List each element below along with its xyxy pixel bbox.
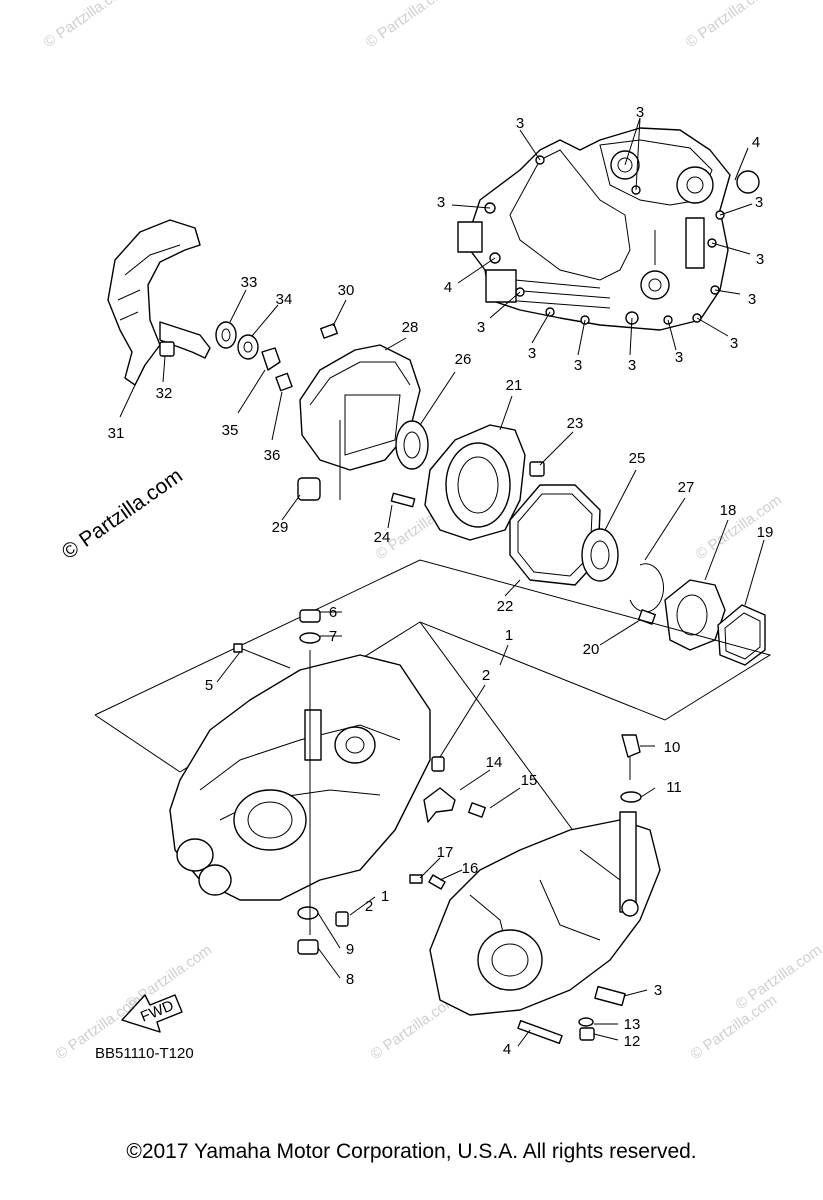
callout-6: 6 [329,604,337,621]
callout-1: 1 [381,888,389,905]
callout-3: 3 [654,982,662,999]
callout-3: 3 [755,194,763,211]
callout-labels: 3 3 4 3 3 3 4 3 3 3 3 3 3 3 33 34 30 28 … [108,104,774,1058]
callout-4: 4 [503,1041,511,1058]
crankcase-left-half [169,609,445,955]
callout-1: 1 [505,627,513,644]
callout-31: 31 [108,425,125,442]
callout-35: 35 [222,422,239,439]
callout-19: 19 [757,524,774,541]
breather-guard-assembly [107,219,429,501]
crankcase-upper-assembly [457,127,760,331]
callout-32: 32 [156,385,173,402]
callout-12: 12 [624,1033,641,1050]
callout-9: 9 [346,941,354,958]
callout-23: 23 [567,415,584,432]
callout-13: 13 [624,1016,641,1033]
callout-28: 28 [402,319,419,336]
callout-25: 25 [629,450,646,467]
callout-16: 16 [462,860,479,877]
diagram-code: BB51110-T120 [95,1045,194,1062]
callout-3: 3 [636,104,644,121]
callout-24: 24 [374,529,391,546]
callout-3: 3 [477,319,485,336]
callout-3: 3 [748,291,756,308]
leader-lines [119,117,765,1047]
callout-27: 27 [678,479,695,496]
assembly-bounding-lines [94,420,772,841]
watermark: © Partzilla.com [363,0,456,51]
callout-26: 26 [455,351,472,368]
callout-30: 30 [338,282,355,299]
callout-3: 3 [528,345,536,362]
callout-2: 2 [482,667,490,684]
callout-11: 11 [666,779,682,796]
watermark: © Partzilla.com [683,0,776,51]
callout-3: 3 [730,335,738,352]
side-watermark: © Partzilla.com [58,464,187,564]
callout-3: 3 [756,251,764,268]
callout-22: 22 [497,598,514,615]
callout-17: 17 [437,844,454,861]
callout-8: 8 [346,971,354,988]
copyright-footer: ©2017 Yamaha Motor Corporation, U.S.A. A… [126,1140,697,1163]
callout-3: 3 [574,357,582,374]
callout-4: 4 [752,134,760,151]
callout-15: 15 [521,772,538,789]
callout-5: 5 [205,677,213,694]
callout-14: 14 [486,754,503,771]
callout-18: 18 [720,502,737,519]
callout-2: 2 [365,898,373,915]
crankcase-right-half [409,734,661,1044]
callout-3: 3 [437,194,445,211]
callout-20: 20 [583,641,600,658]
callout-3: 3 [516,115,524,132]
callout-21: 21 [506,377,523,394]
callout-34: 34 [276,291,293,308]
callout-4: 4 [444,279,452,296]
callout-33: 33 [241,274,258,291]
callout-10: 10 [664,739,681,756]
callout-7: 7 [329,628,337,645]
callout-3: 3 [628,357,636,374]
callout-36: 36 [264,447,281,464]
callout-29: 29 [272,519,289,536]
callout-3: 3 [675,349,683,366]
watermark: © Partzilla.com [41,0,134,51]
